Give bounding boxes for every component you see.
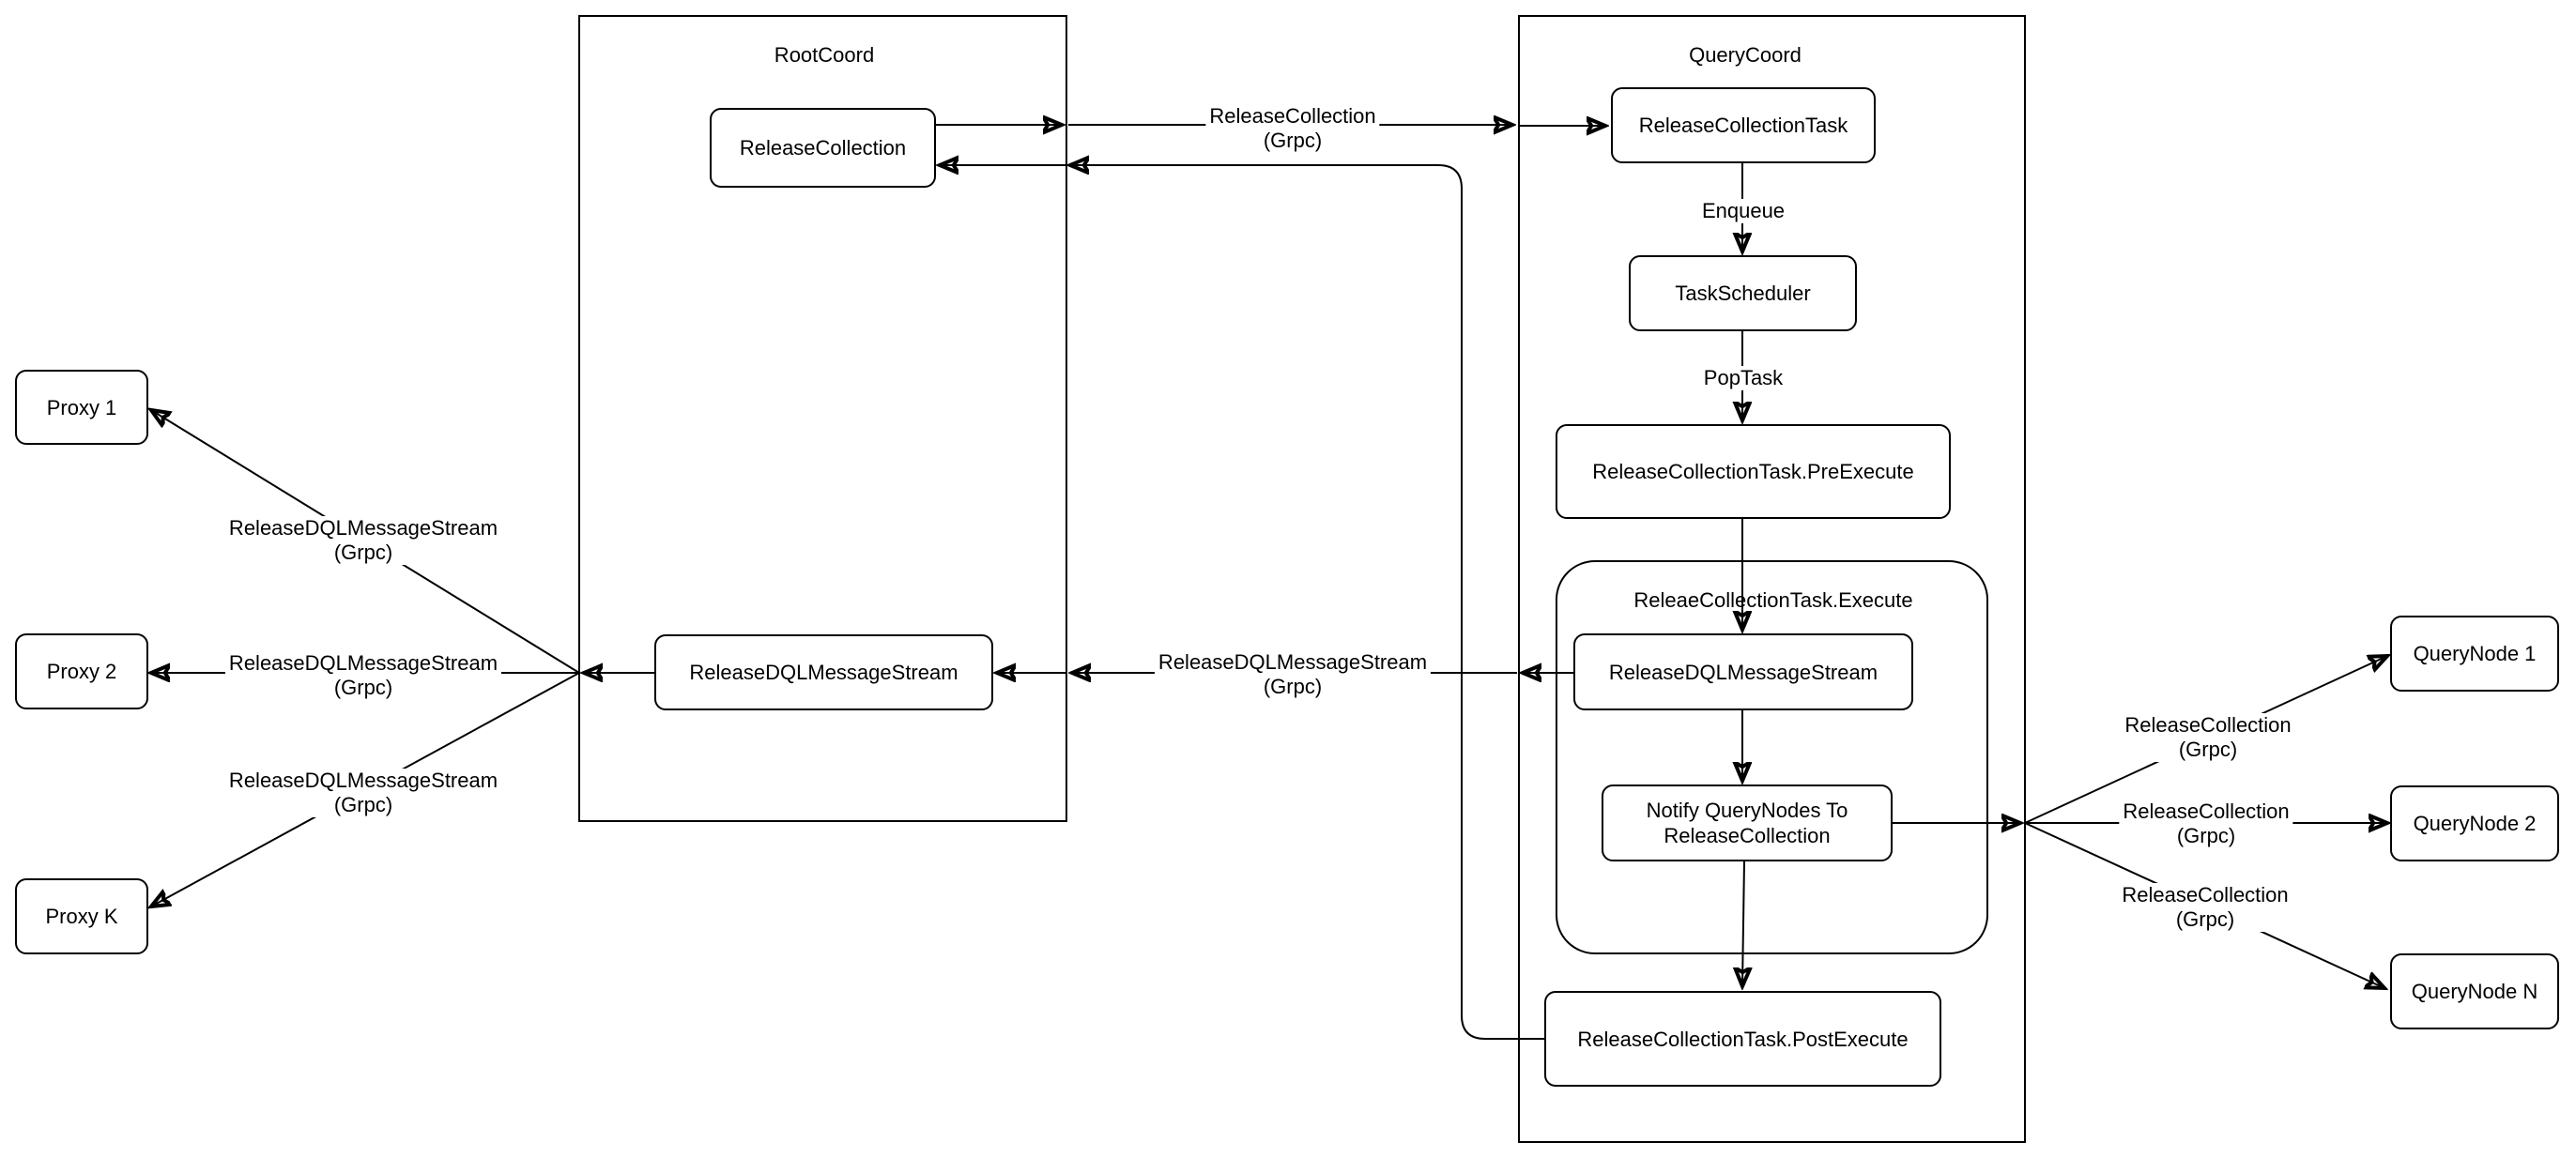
node-querynode-n: QueryNode N [2390, 953, 2559, 1029]
edge-label-poptask: PopTask [1699, 366, 1787, 390]
edge-label-dql-proxyk: ReleaseDQLMessageStream (Grpc) [224, 769, 502, 817]
node-pre-execute-label: ReleaseCollectionTask.PreExecute [1592, 460, 1914, 483]
node-release-collection: ReleaseCollection [710, 108, 936, 188]
node-querynode-n-label: QueryNode N [2411, 980, 2538, 1003]
node-proxy-k: Proxy K [15, 878, 148, 954]
edge-label-dql-proxy1: ReleaseDQLMessageStream (Grpc) [224, 516, 502, 565]
node-proxy-1-label: Proxy 1 [46, 395, 117, 419]
edge-label-dql-mid: ReleaseDQLMessageStream (Grpc) [1154, 650, 1432, 699]
edge-postexecute-return [1070, 165, 1544, 1040]
edge-label-rc-querynode2: ReleaseCollection (Grpc) [2119, 800, 2293, 848]
node-proxy-2: Proxy 2 [15, 633, 148, 709]
edge-notify-to-postexecute [1742, 861, 1744, 986]
node-pre-execute: ReleaseCollectionTask.PreExecute [1556, 424, 1951, 519]
node-task-scheduler-label: TaskScheduler [1675, 282, 1811, 305]
edge-label-rc-querynoden: ReleaseCollection (Grpc) [2118, 883, 2292, 932]
edge-label-releasecollection-grpc-top: ReleaseCollection (Grpc) [1205, 104, 1380, 153]
node-notify-querynodes-label: Notify QueryNodes To ReleaseCollection [1646, 799, 1848, 847]
edge-label-enqueue: Enqueue [1697, 199, 1789, 223]
node-proxy-1: Proxy 1 [15, 370, 148, 445]
node-post-execute: ReleaseCollectionTask.PostExecute [1544, 991, 1941, 1087]
node-task-scheduler: TaskScheduler [1629, 255, 1857, 331]
node-proxy-2-label: Proxy 2 [46, 660, 117, 683]
container-querycoord-title: QueryCoord [1689, 43, 1802, 67]
node-release-collection-label: ReleaseCollection [739, 136, 907, 160]
node-release-collection-task-label: ReleaseCollectionTask [1638, 114, 1848, 137]
edge-label-dql-proxy2: ReleaseDQLMessageStream (Grpc) [224, 651, 502, 700]
node-rootcoord-dql-stream: ReleaseDQLMessageStream [654, 634, 993, 710]
container-rootcoord: RootCoord [578, 15, 1067, 822]
node-proxy-k-label: Proxy K [45, 905, 118, 928]
node-querynode-2-label: QueryNode 2 [2413, 812, 2537, 835]
container-querycoord: QueryCoord [1518, 15, 2026, 1143]
edge-label-rc-querynode1: ReleaseCollection (Grpc) [2121, 713, 2295, 762]
node-querycoord-dql-stream-label: ReleaseDQLMessageStream [1608, 660, 1878, 684]
node-release-collection-task: ReleaseCollectionTask [1611, 87, 1876, 163]
container-execute-group-title: ReleaeCollectionTask.Execute [1633, 588, 1913, 612]
node-querycoord-dql-stream: ReleaseDQLMessageStream [1573, 633, 1913, 710]
node-querynode-2: QueryNode 2 [2390, 785, 2559, 861]
node-post-execute-label: ReleaseCollectionTask.PostExecute [1577, 1027, 1909, 1051]
node-rootcoord-dql-stream-label: ReleaseDQLMessageStream [689, 661, 958, 684]
container-execute-group: ReleaeCollectionTask.Execute [1556, 560, 1988, 954]
node-notify-querynodes: Notify QueryNodes To ReleaseCollection [1602, 785, 1893, 861]
node-querynode-1-label: QueryNode 1 [2413, 642, 2537, 665]
node-querynode-1: QueryNode 1 [2390, 616, 2559, 692]
container-rootcoord-title: RootCoord [774, 43, 875, 67]
